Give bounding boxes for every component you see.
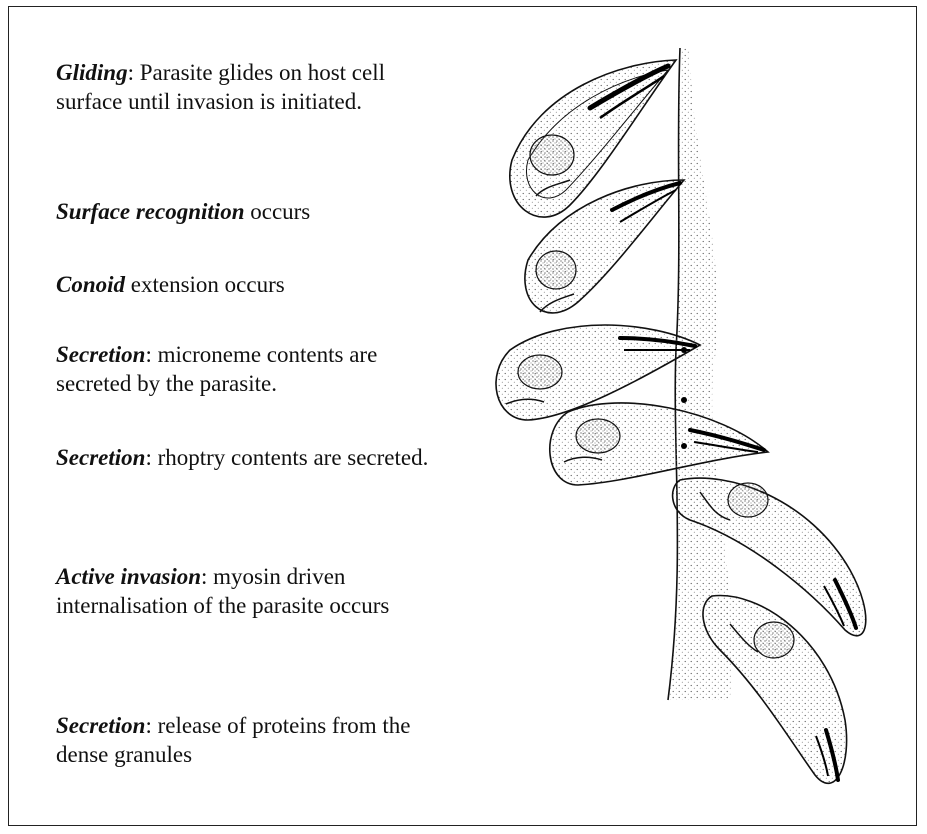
invasion-illustration	[480, 40, 900, 800]
step-microneme-secretion: Secretion: microneme contents are secret…	[56, 340, 456, 398]
step-term: Gliding	[56, 60, 128, 85]
step-term: Secretion	[56, 713, 145, 738]
step-text: occurs	[244, 199, 310, 224]
step-rhoptry-secretion: Secretion: rhoptry contents are secreted…	[56, 443, 456, 472]
step-term: Conoid	[56, 272, 125, 297]
step-conoid-extension: Conoid extension occurs	[56, 270, 456, 299]
step-term: Surface recognition	[56, 199, 244, 224]
step-term: Secretion	[56, 342, 145, 367]
parasite-rhoptry-secretion	[550, 397, 768, 485]
step-text: extension occurs	[125, 272, 285, 297]
step-dense-granule-secretion: Secretion: release of proteins from the …	[56, 711, 456, 769]
step-term: Secretion	[56, 445, 145, 470]
step-term: Active invasion	[56, 564, 201, 589]
step-active-invasion: Active invasion: myosin driven internali…	[56, 562, 456, 620]
step-text: : rhoptry contents are secreted.	[145, 445, 428, 470]
step-gliding: Gliding: Parasite glides on host cell su…	[56, 58, 456, 116]
step-surface-recognition: Surface recognition occurs	[56, 197, 456, 226]
